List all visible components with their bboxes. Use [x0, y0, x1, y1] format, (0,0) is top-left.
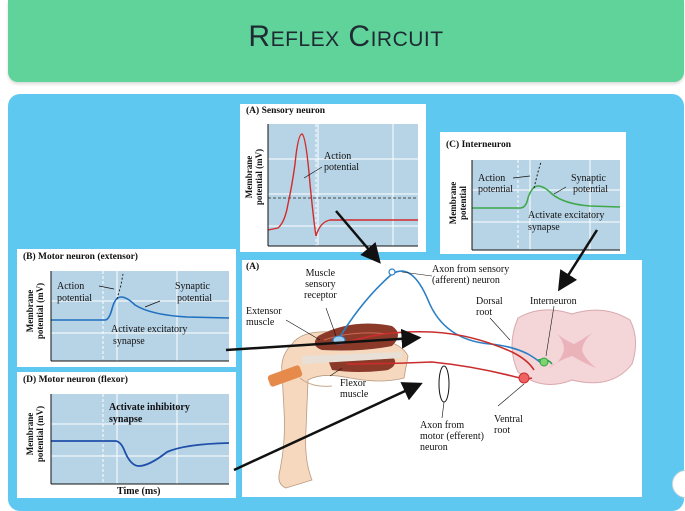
sensory-graph — [267, 124, 418, 247]
synaptic-label: Synaptic — [571, 173, 606, 184]
action-label: Action — [57, 281, 85, 292]
extensor-graph — [50, 271, 230, 362]
action-label: Action — [478, 173, 506, 184]
interneuron-label: Interneuron — [530, 296, 577, 307]
panel-title: (C) Interneuron — [446, 140, 512, 150]
slide-title: Reflex Circuit — [248, 20, 444, 53]
flexor-motor-panel: (D) Motor neuron (flexor) Activate inhib… — [17, 372, 236, 498]
interneuron-panel: (C) Interneuron Action potential Synapti… — [440, 132, 626, 254]
action-potential-label: potential — [57, 293, 92, 304]
synapse-label: synapse — [109, 414, 143, 425]
synaptic-potential-label: potential — [177, 293, 212, 304]
synapse-label: synapse — [528, 222, 560, 233]
activate-label: Activate inhibitory — [109, 402, 190, 413]
activate-label: Activate excitatory — [111, 324, 188, 335]
axon-sensory-label: Axon from sensory(afferent) neuron — [432, 264, 510, 286]
title-bar: Reflex Circuit — [8, 0, 684, 82]
activate-label: Activate excitatory — [528, 210, 605, 221]
panel-title: (D) Motor neuron (flexor) — [23, 375, 128, 385]
action-potential-label: potential — [478, 184, 513, 195]
panel-title: (A) Sensory neuron — [246, 106, 325, 116]
anatomy-panel-title: (A) — [246, 262, 260, 272]
potential-label: potential — [324, 162, 359, 173]
panel-title: (B) Motor neuron (extensor) — [23, 252, 138, 262]
extensor-motor-panel: (B) Motor neuron (extensor) Action poten… — [17, 249, 236, 367]
sensory-neuron-panel: (A) Sensory neuron Action potential Memb… — [240, 104, 426, 252]
synapse-label: synapse — [113, 336, 145, 347]
synaptic-label: Synaptic — [175, 281, 210, 292]
flexor-graph — [50, 394, 230, 485]
synaptic-potential-label: potential — [573, 184, 608, 195]
anatomy-illustration — [267, 268, 636, 489]
x-axis-label: Time (ms) — [117, 486, 161, 497]
action-label: Action — [324, 151, 352, 162]
